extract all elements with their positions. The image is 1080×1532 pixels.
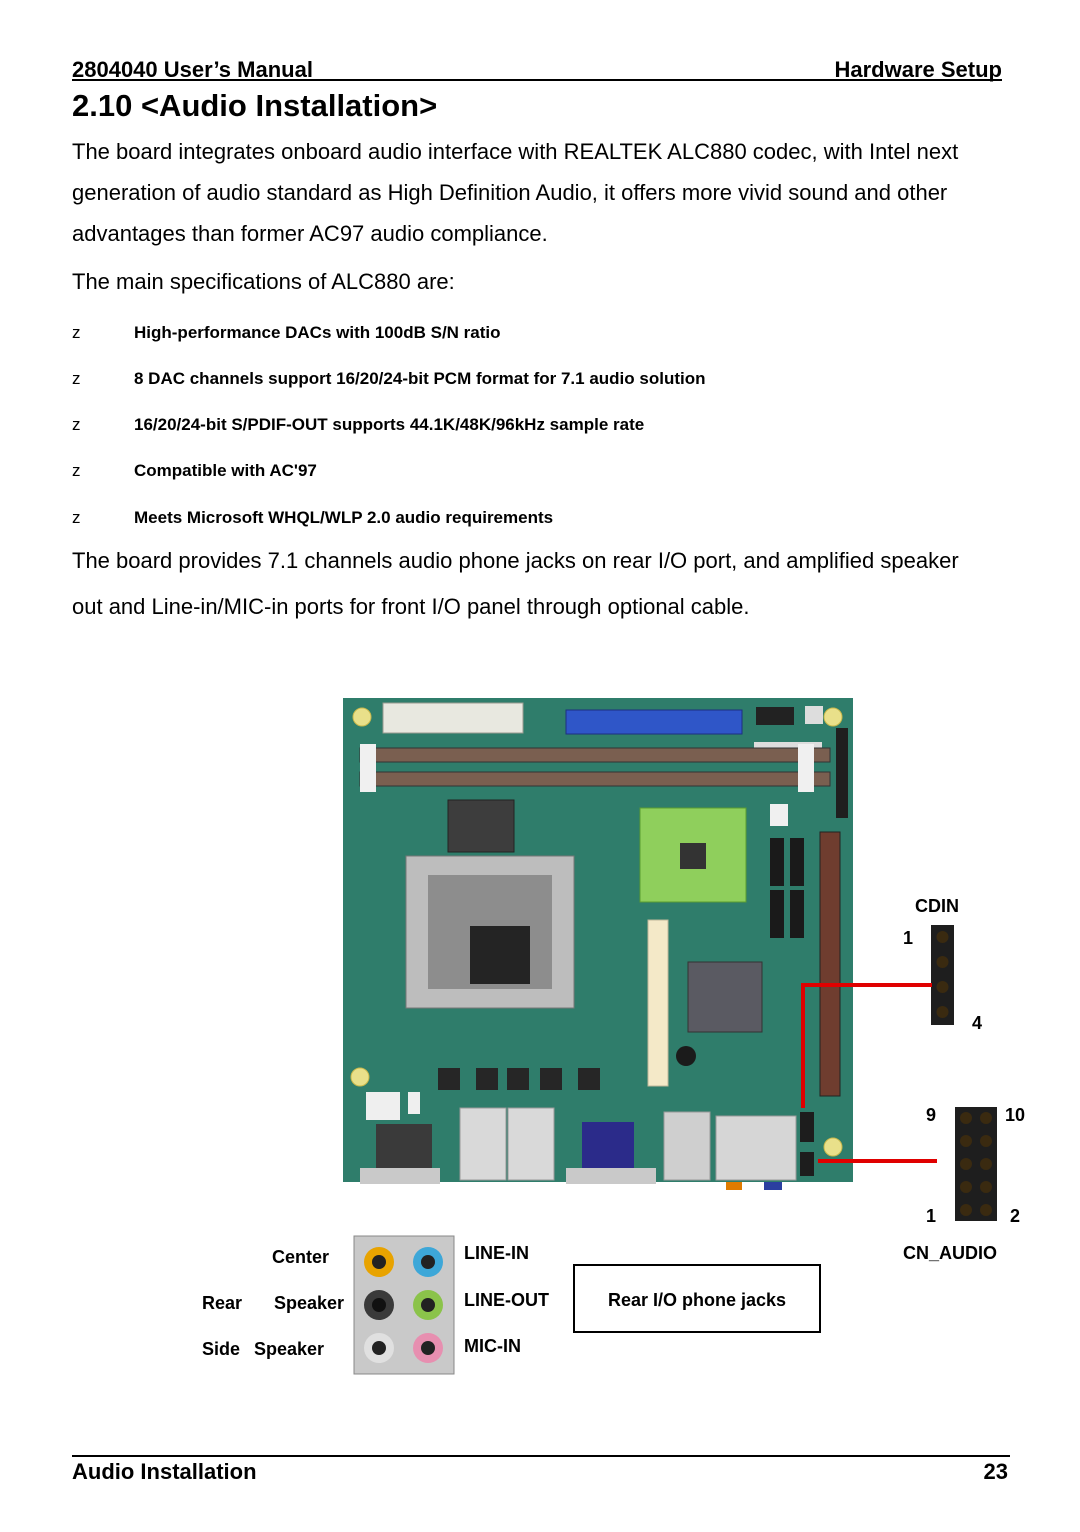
jack-label-center: Center (272, 1247, 330, 1267)
header-manual-title: 2804040 User’s Manual (72, 57, 313, 82)
spec-text: 8 DAC channels support 16/20/24-bit PCM … (134, 369, 706, 388)
callout-box (573, 1264, 821, 1333)
jack-label-side-speaker: Speaker (254, 1339, 325, 1359)
callout-text: Rear I/O phone jacks (607, 1290, 787, 1310)
header-section-name: Hardware Setup (834, 57, 1003, 82)
page-number: 23 (983, 1459, 1008, 1484)
intro-line: The board integrates onboard audio inter… (72, 139, 959, 164)
cdin-pin-last: 4 (972, 1013, 983, 1033)
spec-text: High-performance DACs with 100dB S/N rat… (134, 323, 501, 342)
cn-audio-title: CN_AUDIO (903, 1243, 998, 1263)
jack-label-side: Side (202, 1339, 241, 1359)
spec-text: Meets Microsoft WHQL/WLP 2.0 audio requi… (134, 508, 554, 527)
jack-label-line-out: LINE-OUT (464, 1290, 549, 1310)
spec-item: z 8 DAC channels support 16/20/24-bit PCM… (72, 369, 705, 389)
cn-audio-pin-9: 9 (926, 1105, 937, 1125)
spec-item: z Meets Microsoft WHQL/WLP 2.0 audio requ… (72, 508, 553, 528)
bullet-marker: z (72, 323, 81, 342)
jack-label-line-in: LINE-IN (464, 1243, 529, 1263)
bullet-marker: z (72, 461, 81, 480)
intro-paragraph: The board integrates onboard audio inter… (72, 131, 1012, 254)
footer-section-name: Audio Installation (72, 1459, 257, 1484)
cn-audio-pin-2: 2 (1010, 1206, 1021, 1226)
cdin-pin-first: 1 (903, 928, 914, 948)
cdin-title: CDIN (915, 896, 959, 916)
bullet-marker: z (72, 369, 81, 388)
bullet-marker: z (72, 508, 81, 527)
spec-item: z 16/20/24-bit S/PDIF-OUT supports 44.1K/… (72, 415, 644, 435)
intro-line: generation of audio standard as High Def… (72, 180, 948, 205)
header-rule (72, 79, 1002, 81)
spec-item: z Compatible with AC'97 (72, 461, 317, 481)
outro-paragraph: The board provides 7.1 channels audio ph… (72, 538, 1012, 630)
jack-label-speaker: Speaker (274, 1293, 345, 1313)
cn-audio-pin-1: 1 (926, 1206, 937, 1226)
cn-audio-pin-10: 10 (1005, 1105, 1026, 1125)
jack-label-rear: Rear (202, 1293, 243, 1313)
cdin-leader-line (801, 983, 932, 1108)
jack-label-mic-in: MIC-IN (464, 1336, 521, 1356)
outro-line: out and Line-in/MIC-in ports for front I… (72, 594, 750, 619)
footer-rule (72, 1455, 1010, 1457)
spec-text: 16/20/24-bit S/PDIF-OUT supports 44.1K/4… (134, 415, 645, 434)
section-title: 2.10 <Audio Installation> (72, 88, 438, 123)
spec-text: Compatible with AC'97 (134, 461, 317, 480)
spec-item: z High-performance DACs with 100dB S/N ra… (72, 323, 501, 343)
cdin-connector (931, 925, 954, 1025)
intro-line: advantages than former AC97 audio compli… (72, 221, 548, 246)
spec-intro: The main specifications of ALC880 are: (72, 269, 455, 294)
outro-line: The board provides 7.1 channels audio ph… (72, 548, 959, 573)
bullet-marker: z (72, 415, 81, 434)
